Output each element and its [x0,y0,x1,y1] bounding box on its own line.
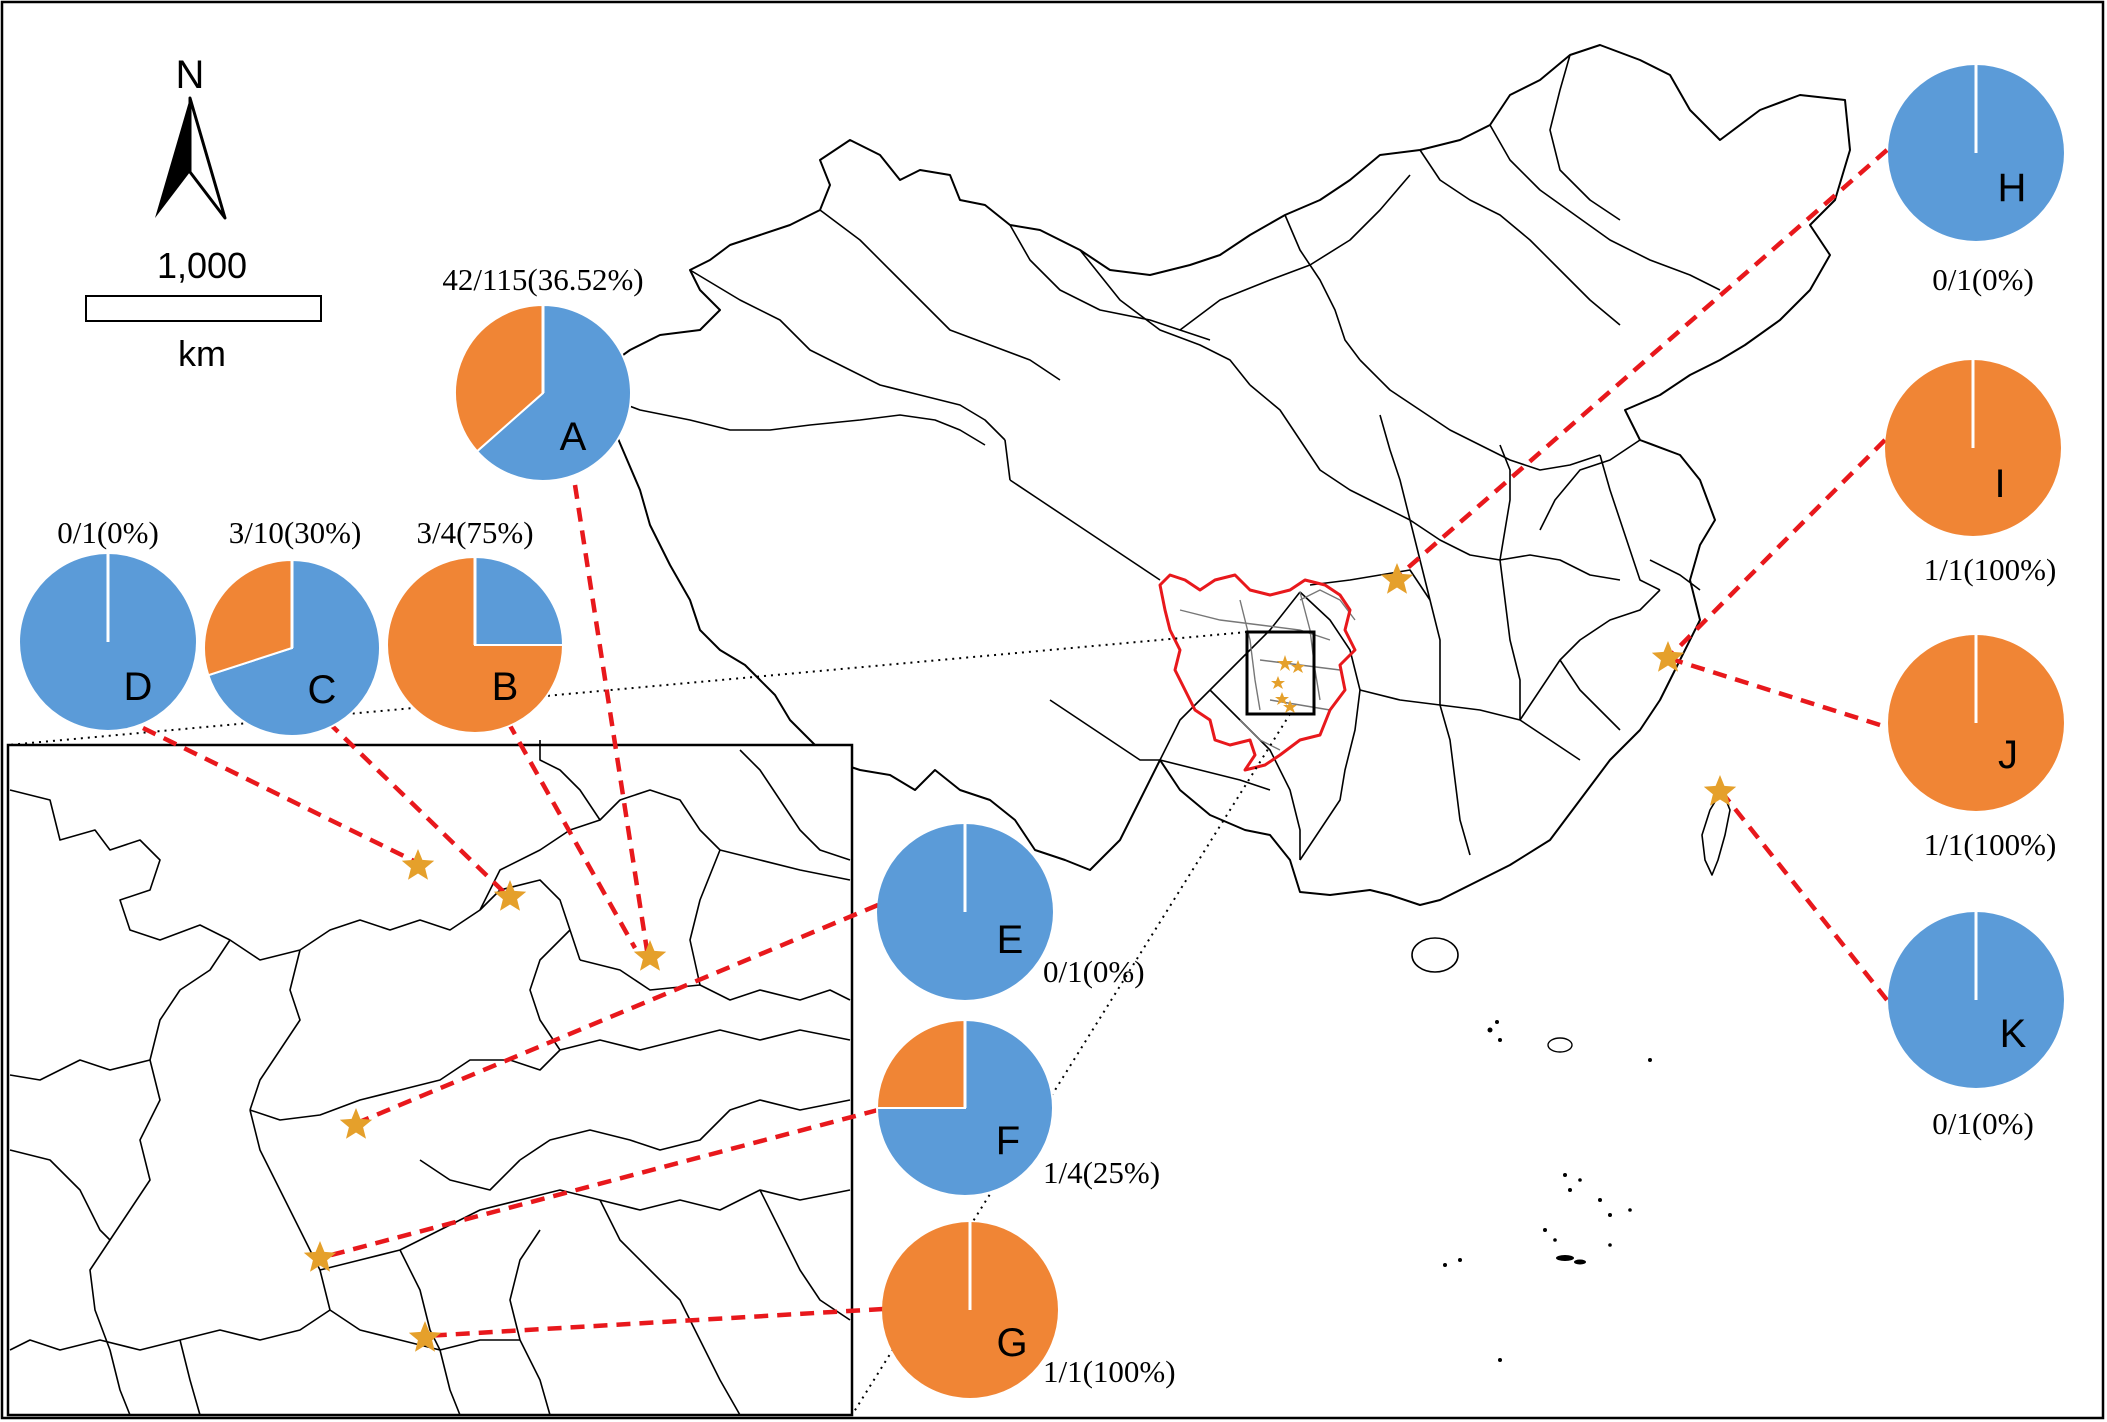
pie-g: G 1/1(100%) [882,1222,1176,1398]
pie-h: H 0/1(0%) [1888,65,2064,297]
star-icon [339,1108,373,1139]
pie-slice-negative [475,303,632,482]
pie-caption: 42/115(36.52%) [442,262,643,297]
china-map [594,44,1851,1362]
pie-caption: 0/1(0%) [1932,1106,2034,1141]
pie-caption: 3/4(75%) [416,515,533,550]
sichuan-outline [1158,573,1357,772]
inset-locator-box [1245,630,1316,716]
pie-slice-positive [203,558,293,677]
inset-frame [6,743,854,1417]
star-icon [408,1321,442,1352]
pie-slice-positive [875,1018,966,1109]
pie-caption: 0/1(0%) [57,515,159,550]
star-icon [401,849,435,880]
south-sea-islands [1443,1020,1652,1362]
pie-label: B [492,665,519,709]
site-markers [303,563,1737,1352]
inset-connector-top [7,631,1248,746]
pie-a: A 42/115(36.52%) [442,262,644,482]
pie-k: K 0/1(0%) [1888,912,2064,1141]
star-icon [1651,641,1685,672]
pie-charts: A 42/115(36.52%) B 3/4(75%) C 3/10(30%) D 0/1(0… [20,65,2064,1398]
star-icon [303,1241,337,1272]
inset-boundaries [9,740,851,1416]
star-icon [1703,775,1737,806]
pie-label: D [124,665,153,709]
pie-label: E [997,918,1024,962]
inset-connector-bottom [851,713,1291,1416]
pie-label: G [996,1321,1027,1365]
pie-label: A [560,415,587,459]
pie-slice-negative [207,558,381,737]
pie-label: K [2000,1012,2027,1056]
pie-caption: 3/10(30%) [229,515,362,550]
north-arrow-icon [155,96,227,220]
leader-lines [142,148,1889,1339]
pie-caption: 1/1(100%) [1043,1354,1176,1389]
legend: N 1,000 km [85,53,322,374]
scale-unit: km [178,333,226,374]
pie-label: F [996,1119,1020,1163]
star-icon [493,880,527,911]
taiwan-island [1701,789,1731,876]
pie-label: C [308,668,337,712]
pie-label: J [1998,733,2018,777]
pie-caption: 0/1(0%) [1043,954,1145,989]
scale-value: 1,000 [157,245,247,286]
pie-slice-negative [474,555,565,646]
pie-caption: 1/1(100%) [1924,552,2057,587]
pie-j: J 1/1(100%) [1888,635,2064,862]
pie-label: I [1994,462,2005,506]
pie-f: F 1/4(25%) [875,1018,1160,1197]
pie-caption: 1/1(100%) [1924,827,2057,862]
province-boundaries [599,54,1721,861]
pie-e: E 0/1(0%) [877,824,1145,1000]
inset-stars-mini [1271,655,1305,713]
china-outline [594,44,1851,906]
pie-b: B 3/4(75%) [386,515,565,734]
pie-c: C 3/10(30%) [203,515,381,737]
pie-slice-positive [454,303,544,453]
pie-label: H [1998,166,2027,210]
star-icon [1380,563,1414,594]
pie-i: I 1/1(100%) [1885,360,2061,587]
star-icon [633,940,667,971]
pie-caption: 1/4(25%) [1043,1155,1160,1190]
scale-bar [85,295,322,322]
hainan-island [1411,937,1459,973]
north-label: N [176,53,205,97]
pie-caption: 0/1(0%) [1932,262,2034,297]
pie-d: D 0/1(0%) [20,515,196,730]
